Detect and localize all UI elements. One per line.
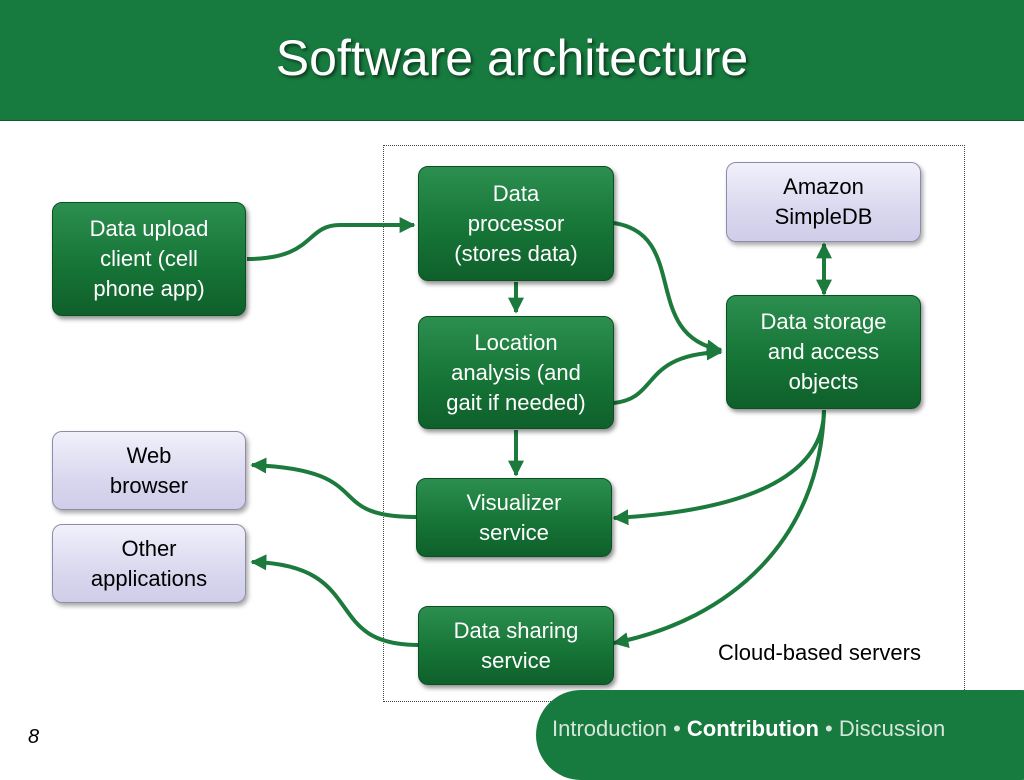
edge-storage-to-sharing [612,409,826,649]
nav-separator: • [825,716,833,741]
slide-header: Software architecture [0,0,1024,121]
node-amazon-simpledb: Amazon SimpleDB [726,162,921,242]
node-other-applications: Other applications [52,524,246,603]
edge-upload-to-processor [246,217,416,261]
nav-introduction[interactable]: Introduction [552,716,667,741]
node-data-sharing-service: Data sharing service [418,606,614,685]
node-upload-client: Data upload client (cell phone app) [52,202,246,316]
edge-location-to-storage [613,344,723,405]
nav-discussion[interactable]: Discussion [838,716,946,741]
node-data-processor: Data processor (stores data) [418,166,614,281]
node-visualizer-service: Visualizer service [416,478,612,557]
nav-contribution[interactable]: Contribution [686,716,819,741]
section-nav-pill [536,690,1024,780]
slide-title: Software architecture [275,30,749,86]
node-location-analysis: Location analysis (and gait if needed) [418,316,614,429]
edge-sharing-to-otherapps [250,554,419,647]
node-data-storage: Data storage and access objects [726,295,921,409]
section-nav: Introduction • Contribution • Discussion [552,716,945,742]
nav-separator: • [673,716,681,741]
cloud-servers-label: Cloud-based servers [718,640,921,665]
edge-processor-to-storage [613,221,723,356]
page-number: 8 [28,726,40,748]
edge-storage-to-visualizer [612,409,826,526]
node-web-browser: Web browser [52,431,246,510]
edge-visualizer-to-browser [250,457,417,519]
